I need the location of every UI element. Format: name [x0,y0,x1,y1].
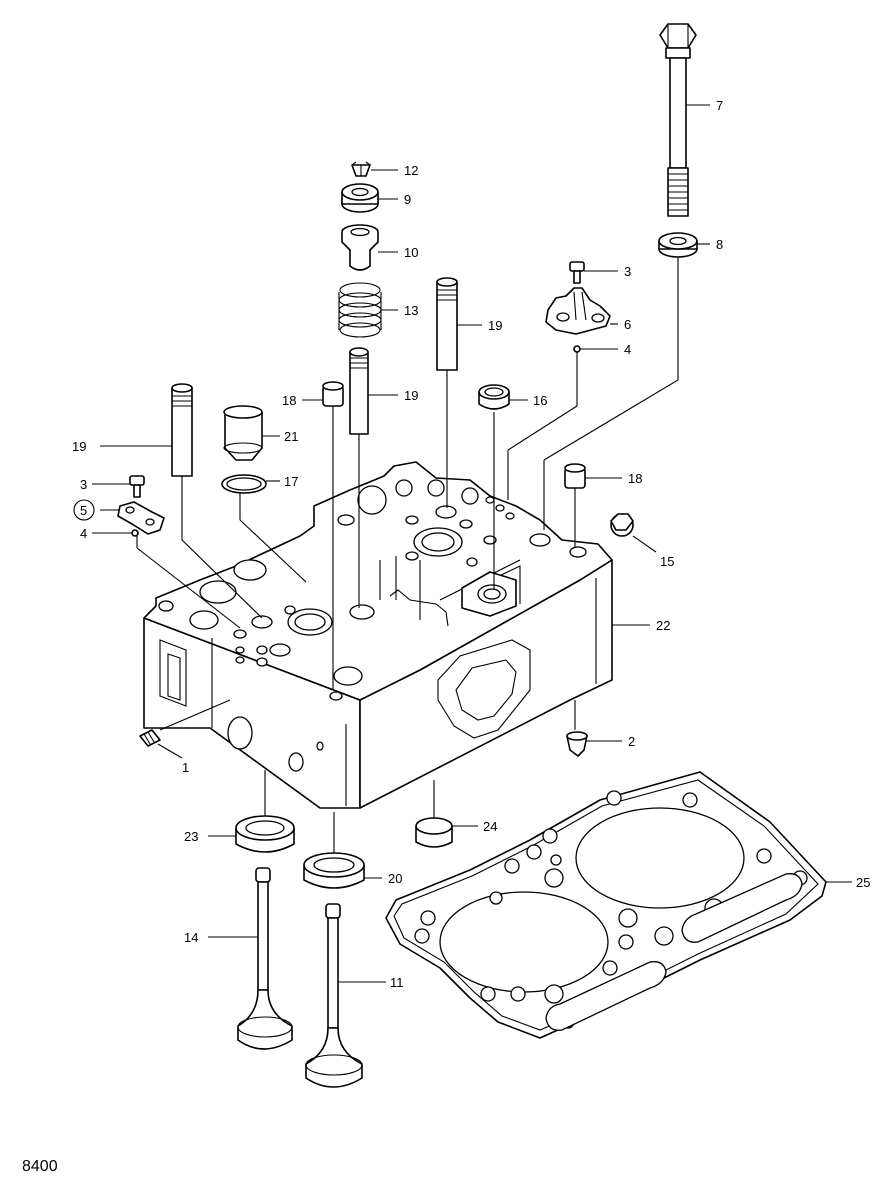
callout-labels: 12 9 10 13 19 19 7 8 3 6 4 16 18 15 22 2… [72,98,870,990]
callout-20: 20 [388,871,402,886]
callout-15: 15 [660,554,674,569]
o-ring-small-left [131,529,139,537]
valve-guide-center [349,347,369,435]
valve-stem-seal [341,224,379,271]
callout-3-left: 3 [80,477,87,492]
callout-8: 8 [716,237,723,252]
plug-side [610,513,634,537]
figure-code: 8400 [22,1158,58,1175]
bracket-right [545,287,611,335]
plug-front [139,729,161,747]
callout-4-right: 4 [624,342,631,357]
callout-5: 5 [80,503,87,518]
plug-right [564,463,586,489]
valve-guide-right [436,277,458,371]
valve-seat-insert-left [235,815,295,853]
valve-spring [338,282,382,338]
callout-3-right: 3 [624,264,631,279]
callout-1: 1 [182,760,189,775]
callout-19-center: 19 [404,388,418,403]
leader-lines [92,104,852,983]
callout-9: 9 [404,192,411,207]
callout-4-left: 4 [80,526,87,541]
valve-guide-left [171,383,193,477]
callout-12: 12 [404,163,418,178]
callout-11: 11 [390,975,404,990]
callout-23: 23 [184,829,198,844]
callout-2: 2 [628,734,635,749]
screw-right [569,261,585,284]
callout-18-right: 18 [628,471,642,486]
callout-21: 21 [284,429,298,444]
valve-left [237,867,293,1050]
valve-seat-insert-top [478,384,510,410]
callout-6: 6 [624,317,631,332]
valve-right [305,903,363,1088]
callout-14: 14 [184,930,198,945]
callout-10: 10 [404,245,418,260]
injector-sleeve [223,405,263,461]
spring-retainer [341,183,379,213]
nozzle [566,731,588,757]
head-gasket [385,771,827,1039]
bracket-left [117,501,165,535]
valve-cotter [351,161,371,177]
plug-upper [322,381,344,407]
valve-seat-insert-right [303,852,365,889]
callout-7: 7 [716,98,723,113]
cap [415,817,453,848]
callout-25: 25 [856,875,870,890]
cylinder-head-bolt [659,23,697,217]
callout-5-circle [73,499,95,521]
callout-18-upper: 18 [282,393,296,408]
callout-17: 17 [284,474,298,489]
bolt-washer [658,232,698,258]
callout-19-left: 19 [72,439,86,454]
callout-24: 24 [483,819,497,834]
callout-16: 16 [533,393,547,408]
callout-19-right: 19 [488,318,502,333]
cylinder-head [143,461,613,809]
o-ring [221,474,267,494]
screw-left [129,475,145,498]
o-ring-small-right [573,345,581,353]
callout-22: 22 [656,618,670,633]
callout-13: 13 [404,303,418,318]
